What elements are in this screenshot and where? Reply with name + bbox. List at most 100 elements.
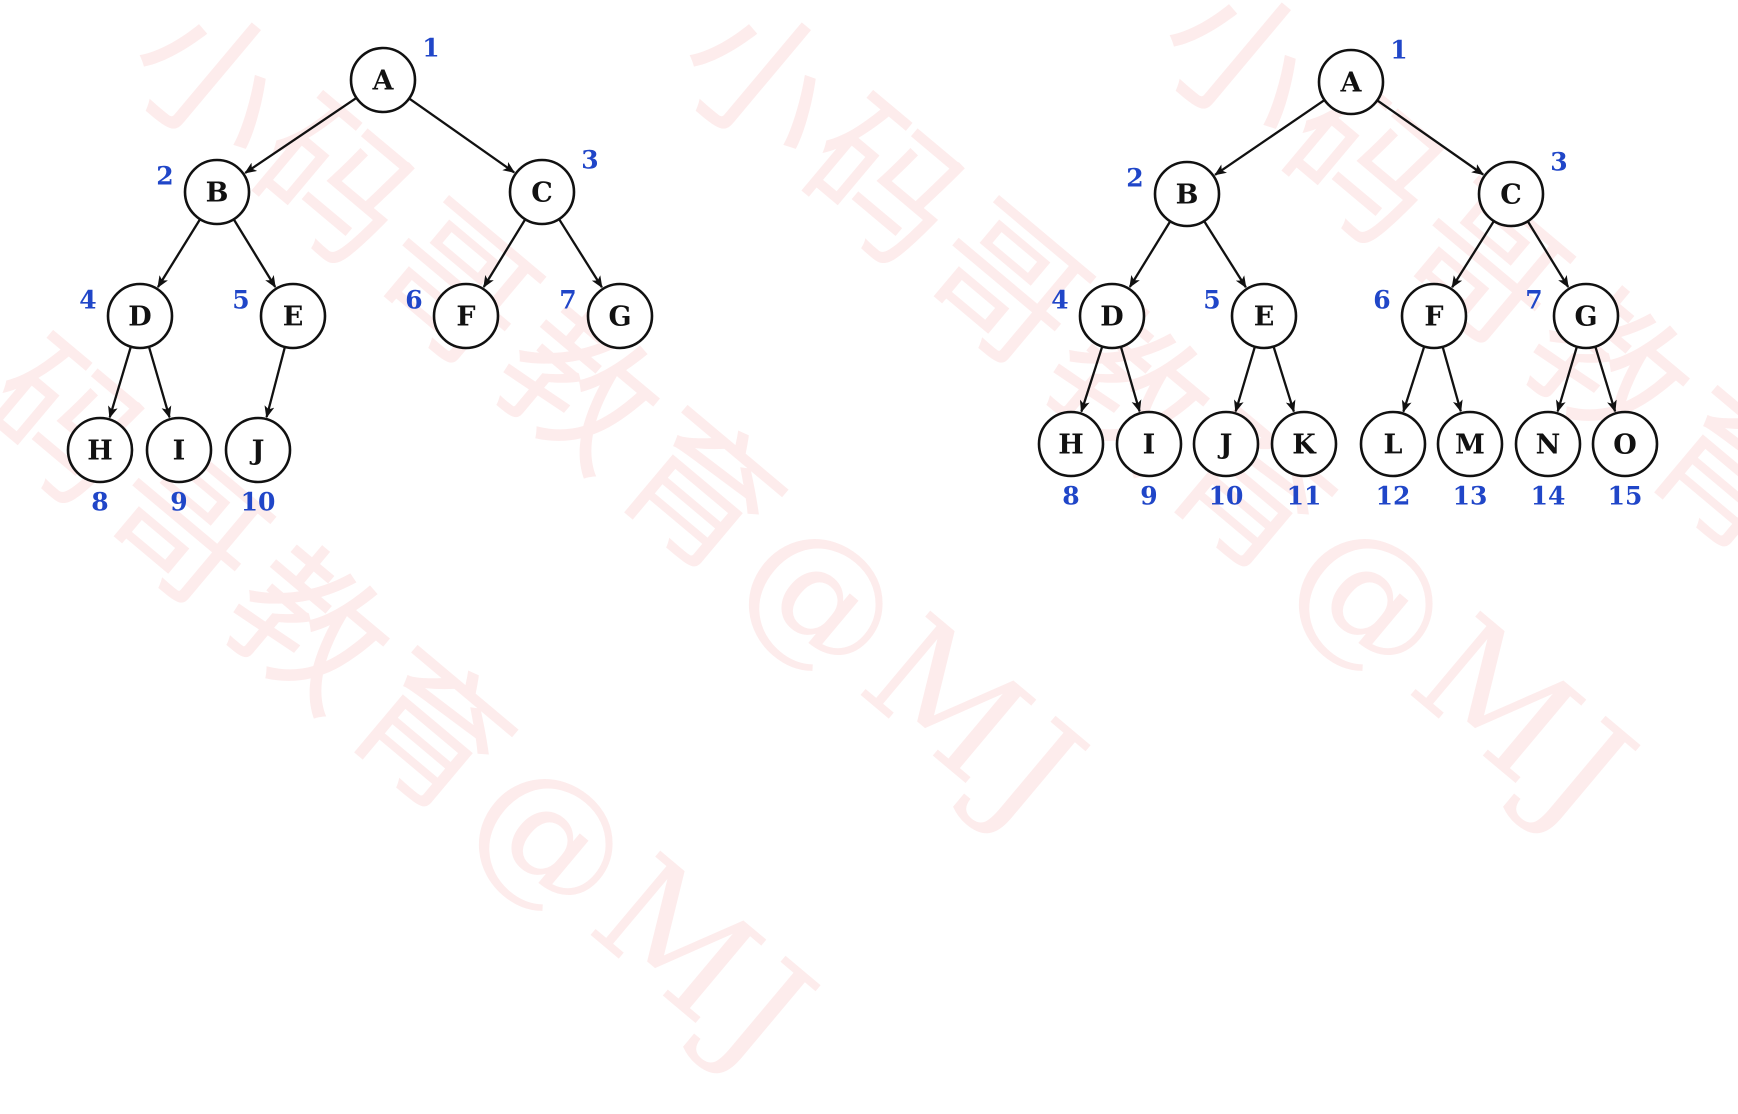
node-circle xyxy=(1436,410,1504,478)
node-label: J xyxy=(1218,430,1233,461)
tree-node-N: N 14 xyxy=(1514,410,1582,511)
node-circle xyxy=(508,158,576,226)
edge-B-D xyxy=(1128,221,1171,288)
node-circle xyxy=(432,282,500,350)
node-label: O xyxy=(1613,430,1637,461)
tree-node-B: B2 xyxy=(1126,160,1221,228)
edge-A-C xyxy=(409,98,516,174)
tree-node-E: E5 xyxy=(232,282,327,350)
node-circle xyxy=(1230,282,1298,350)
tree-node-C: C3 xyxy=(1477,148,1568,228)
edge-C-G xyxy=(1527,221,1570,288)
node-circle xyxy=(1270,410,1338,478)
edge-G-O xyxy=(1594,347,1617,413)
node-label: E xyxy=(283,302,304,333)
tree-node-M: M13 xyxy=(1436,410,1504,511)
node-index-label: 13 xyxy=(1453,482,1488,511)
node-circle xyxy=(1115,410,1183,478)
node-circle xyxy=(1037,410,1105,478)
edge-D-H xyxy=(1079,347,1104,413)
node-index-label: 8 xyxy=(91,488,108,517)
node-index-label: 15 xyxy=(1608,482,1643,511)
tree-node-O: O 15 xyxy=(1591,410,1659,511)
node-index-label: 6 xyxy=(1373,286,1390,315)
node-index-label: 3 xyxy=(581,146,598,175)
node-index-label: 1 xyxy=(422,34,439,63)
tree-node-J: J10 xyxy=(224,416,292,517)
node-label: D xyxy=(128,302,151,333)
node-label: G xyxy=(608,302,631,333)
node-index-label: 14 xyxy=(1531,482,1566,511)
node-circle xyxy=(1591,410,1659,478)
node-label: N xyxy=(1536,430,1561,461)
node-index-label: 4 xyxy=(1051,286,1068,315)
edge-E-K xyxy=(1272,347,1296,413)
tree-node-L: L12 xyxy=(1359,410,1427,511)
node-circle xyxy=(1552,282,1620,350)
edge-A-B xyxy=(244,97,357,174)
node-circle xyxy=(183,158,251,226)
node-index-label: 3 xyxy=(1550,148,1567,177)
tree-node-I: I9 xyxy=(145,416,213,517)
tree-node-H: H8 xyxy=(1037,410,1105,511)
node-index-label: 4 xyxy=(79,286,96,315)
tree-node-G: G7 xyxy=(1525,282,1620,350)
node-index-label: 10 xyxy=(1209,482,1244,511)
node-label: H xyxy=(1058,430,1084,461)
edge-D-I xyxy=(148,347,172,419)
node-label: C xyxy=(531,178,553,209)
tree-node-C: C3 xyxy=(508,146,599,226)
tree-node-F: F6 xyxy=(1373,282,1468,350)
edge-F-M xyxy=(1441,347,1463,413)
node-index-label: 5 xyxy=(1203,286,1220,315)
node-circle xyxy=(1400,282,1468,350)
node-circle xyxy=(1359,410,1427,478)
tree-node-H: H8 xyxy=(66,416,134,517)
edge-C-G xyxy=(558,219,603,289)
node-circle xyxy=(106,282,174,350)
node-circle xyxy=(1514,410,1582,478)
node-circle xyxy=(259,282,327,350)
edge-B-E xyxy=(233,219,277,288)
edge-A-C xyxy=(1377,99,1484,176)
node-circle xyxy=(1477,160,1545,228)
tree-node-A: A1 xyxy=(349,34,440,114)
node-index-label: 9 xyxy=(1140,482,1157,511)
node-label: K xyxy=(1292,430,1317,461)
tree-node-J: J 10 xyxy=(1192,410,1260,511)
node-label: E xyxy=(1254,302,1275,333)
node-label: D xyxy=(1100,302,1123,333)
node-label: J xyxy=(250,436,265,467)
edge-B-D xyxy=(156,219,201,288)
node-circle xyxy=(145,416,213,484)
node-index-label: 8 xyxy=(1062,482,1079,511)
node-index-label: 7 xyxy=(1525,286,1542,315)
edge-D-I xyxy=(1120,347,1142,413)
node-index-label: 9 xyxy=(170,488,187,517)
node-label: G xyxy=(1574,302,1597,333)
edge-E-J xyxy=(264,347,286,419)
tree-node-E: E5 xyxy=(1203,282,1298,350)
node-index-label: 6 xyxy=(405,286,422,315)
tree-node-B: B2 xyxy=(156,158,251,226)
tree-node-D: D4 xyxy=(1051,282,1146,350)
edge-G-N xyxy=(1556,347,1578,413)
node-index-label: 2 xyxy=(1126,164,1143,193)
node-circle xyxy=(66,416,134,484)
tree-node-K: K11 xyxy=(1270,410,1338,511)
tree-node-I: I9 xyxy=(1115,410,1183,511)
node-index-label: 2 xyxy=(156,162,173,191)
node-index-label: 7 xyxy=(559,286,576,315)
tree-node-F: F6 xyxy=(405,282,500,350)
edge-B-E xyxy=(1203,221,1247,289)
edge-A-B xyxy=(1214,99,1325,176)
edge-C-F xyxy=(1451,221,1495,289)
node-circle xyxy=(1078,282,1146,350)
node-label: A xyxy=(372,66,395,97)
tree-node-G: G7 xyxy=(559,282,654,350)
binary-tree-diagram: A1B2C3D4E5F6G7H8I9J10A1B2C3D4E5F6G7H8I9J… xyxy=(66,34,1659,517)
node-label: I xyxy=(173,436,186,467)
node-circle xyxy=(1153,160,1221,228)
